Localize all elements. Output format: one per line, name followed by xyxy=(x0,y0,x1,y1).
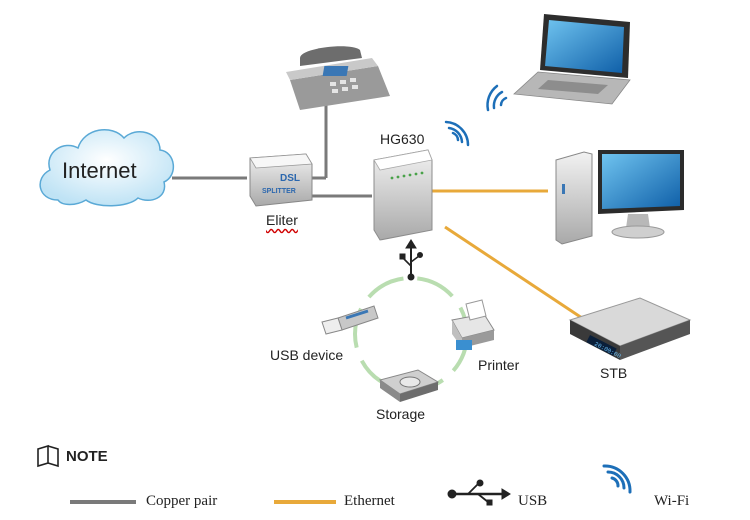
printer-label: Printer xyxy=(478,357,520,373)
dsl-splitter-device: DSL SPLITTER xyxy=(249,153,313,207)
legend-graphics xyxy=(70,464,632,506)
laptop-icon xyxy=(513,14,631,105)
legend-ethernet-label: Ethernet xyxy=(344,493,395,509)
note-title: NOTE xyxy=(66,448,108,465)
legend-wifi-label: Wi-Fi xyxy=(654,493,690,509)
storage-hdd-icon xyxy=(378,369,440,402)
legend-copper-label: Copper pair xyxy=(146,493,218,509)
desktop-pc-icon xyxy=(555,150,684,245)
router-hg630 xyxy=(373,149,433,241)
usb-drive-icon xyxy=(321,305,379,335)
book-icon xyxy=(37,444,59,468)
internet-cloud xyxy=(39,129,174,207)
laptop-wifi-icon xyxy=(486,84,508,112)
storage-label: Storage xyxy=(376,406,426,422)
filter-label: Eliter xyxy=(266,212,298,228)
stb-label: STB xyxy=(600,365,628,381)
legend-usb-label: USB xyxy=(518,493,548,509)
router-label: HG630 xyxy=(380,131,425,147)
splitter-text-dsl: DSL xyxy=(280,173,300,184)
stb-icon: 20:00:00 xyxy=(568,297,692,360)
router-wifi-icon xyxy=(444,120,470,147)
printer-icon xyxy=(451,299,495,350)
internet-label: Internet xyxy=(62,158,137,183)
splitter-text-splitter: SPLITTER xyxy=(262,188,296,195)
usb-symbol-icon xyxy=(399,239,423,281)
usb-device-label: USB device xyxy=(270,347,344,363)
copper-links xyxy=(172,97,372,198)
ethernet-links xyxy=(432,189,583,320)
telephone-icon xyxy=(286,46,390,110)
